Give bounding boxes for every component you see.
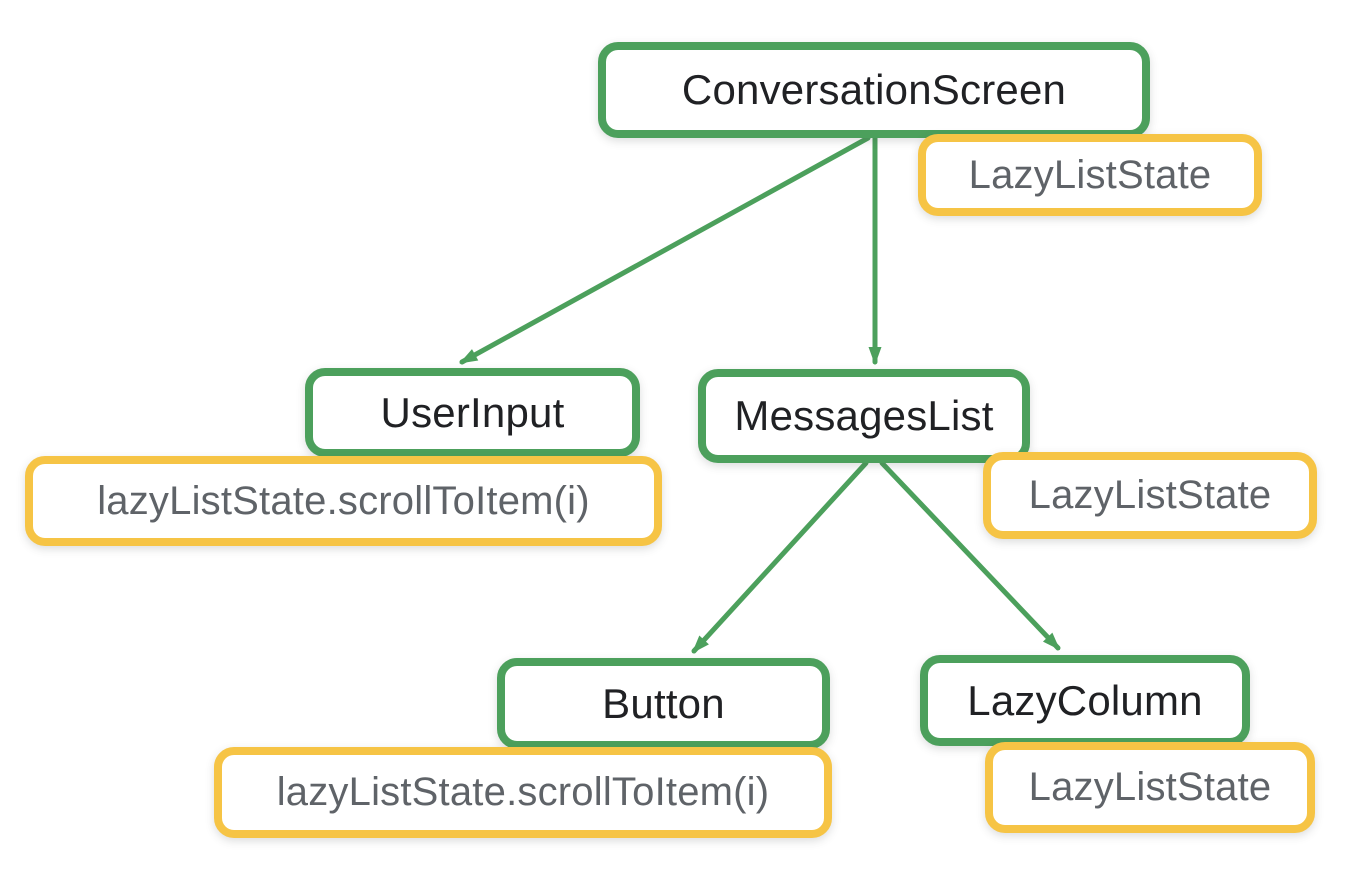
node-button-label: Button — [602, 679, 725, 727]
node-lazycolumn: LazyColumn — [920, 655, 1250, 746]
node-userinput-label: UserInput — [380, 388, 565, 436]
node-conversationscreen: ConversationScreen — [598, 42, 1150, 138]
node-messageslist-label: MessagesList — [734, 392, 994, 439]
node-lazycolumn-label: LazyColumn — [967, 676, 1203, 724]
state-badge-messageslist-label: LazyListState — [1028, 473, 1272, 517]
edge-messageslist-button — [691, 460, 869, 654]
state-badge-button: lazyListState.scrollToItem(i) — [214, 747, 832, 838]
node-conversationscreen-label: ConversationScreen — [681, 66, 1067, 113]
state-badge-lazycolumn-label: LazyListState — [1028, 765, 1272, 809]
node-button: Button — [497, 658, 830, 749]
state-badge-conversationscreen: LazyListState — [918, 134, 1262, 216]
node-userinput: UserInput — [305, 368, 640, 457]
state-badge-messageslist: LazyListState — [983, 452, 1317, 539]
edge-conversationscreen-userinput — [459, 135, 871, 365]
state-badge-userinput-label: lazyListState.scrollToItem(i) — [97, 478, 590, 523]
edge-messageslist-lazycolumn — [879, 460, 1061, 651]
state-badge-userinput: lazyListState.scrollToItem(i) — [25, 456, 662, 546]
state-badge-conversationscreen-label: LazyListState — [968, 152, 1212, 197]
state-badge-button-label: lazyListState.scrollToItem(i) — [276, 770, 770, 814]
node-messageslist: MessagesList — [698, 369, 1030, 463]
state-badge-lazycolumn: LazyListState — [985, 742, 1315, 833]
